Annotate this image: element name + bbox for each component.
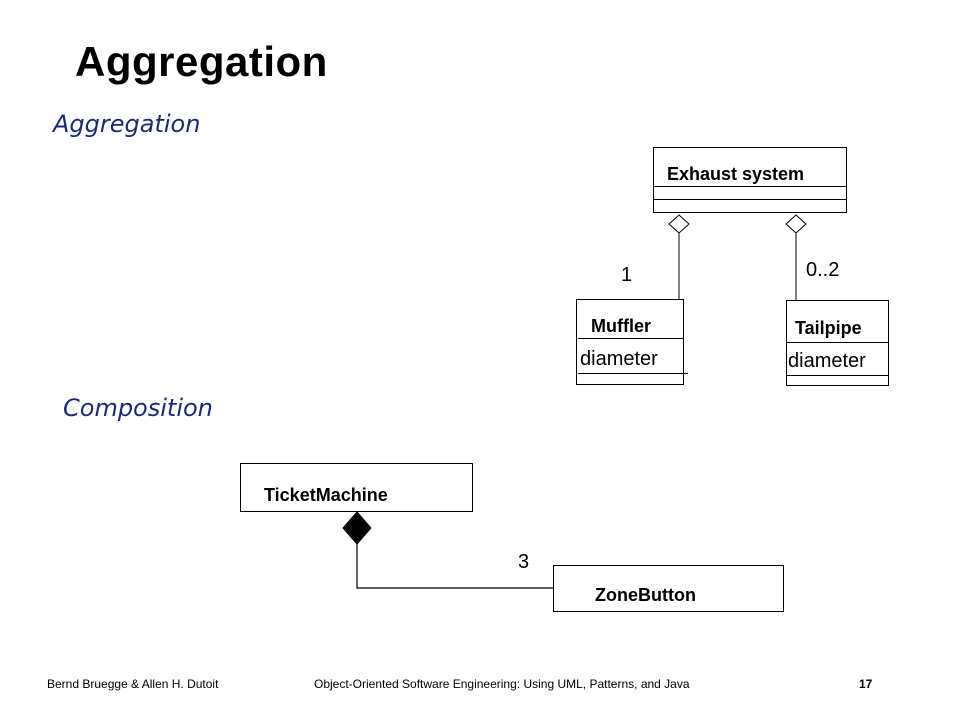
muffler-class[interactable] bbox=[576, 299, 684, 385]
exhaust-system-name: Exhaust system bbox=[667, 164, 805, 184]
muffler-name: Muffler bbox=[591, 316, 651, 336]
ticketmachine-name: TicketMachine bbox=[264, 485, 388, 505]
muffler-attribute: diameter bbox=[580, 348, 658, 370]
footer-page-number: 17 bbox=[859, 677, 873, 691]
composition-association-line bbox=[356, 544, 553, 589]
muffler-attr-divider bbox=[578, 338, 684, 339]
slide-title: Aggregation bbox=[75, 38, 328, 85]
footer-book-title: Object-Oriented Software Engineering: Us… bbox=[314, 677, 690, 691]
muffler-aggregation-diamond bbox=[668, 214, 690, 234]
footer-authors: Bernd Bruegge & Allen H. Dutoit bbox=[47, 677, 219, 691]
tailpipe-multiplicity: 0..2 bbox=[806, 259, 840, 281]
tailpipe-attr-divider bbox=[787, 342, 888, 343]
muffler-multiplicity: 1 bbox=[621, 264, 633, 286]
zonebutton-class[interactable] bbox=[553, 565, 784, 612]
muffler-method-divider bbox=[578, 373, 688, 374]
tailpipe-name: Tailpipe bbox=[795, 318, 862, 338]
tailpipe-aggregation-diamond bbox=[785, 214, 807, 234]
tailpipe-class[interactable] bbox=[786, 300, 889, 386]
exhaust-method-divider bbox=[654, 199, 846, 200]
tailpipe-method-divider bbox=[787, 375, 888, 376]
exhaust-attr-divider bbox=[654, 186, 846, 187]
zonebutton-multiplicity: 3 bbox=[518, 551, 530, 573]
ticketmachine-class[interactable] bbox=[240, 463, 473, 512]
zonebutton-name: ZoneButton bbox=[595, 585, 696, 605]
exhaust-system-class[interactable] bbox=[653, 147, 847, 213]
aggregation-section-label: Aggregation bbox=[53, 110, 201, 138]
composition-diamond bbox=[342, 511, 372, 545]
tailpipe-attribute: diameter bbox=[788, 350, 866, 372]
composition-section-label: Composition bbox=[63, 394, 213, 422]
